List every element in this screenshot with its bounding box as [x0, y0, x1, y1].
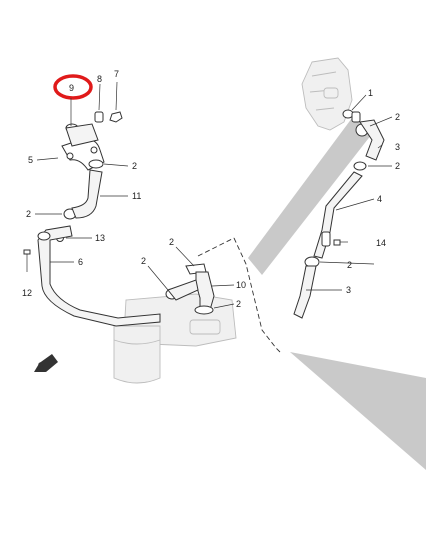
callout-9: 9	[69, 83, 74, 93]
callout-2-center-low: 2	[236, 299, 241, 309]
highlight-ring	[53, 74, 93, 100]
pipe-4-fitting	[321, 231, 331, 247]
callout-3-lower: 3	[346, 285, 351, 295]
clamp-center-low	[194, 305, 214, 315]
clamp-right-mid	[353, 161, 367, 171]
callout-2-center-mid: 2	[141, 256, 146, 266]
callout-2-mid-left: 2	[26, 209, 31, 219]
callout-14: 14	[376, 238, 386, 248]
callout-12: 12	[22, 288, 32, 298]
clamp-upper-left	[88, 159, 104, 169]
fitting-1	[342, 109, 361, 123]
callout-7: 7	[114, 69, 119, 79]
engine-block-ghost	[301, 57, 353, 131]
hose-center-link	[167, 279, 199, 301]
callout-2-upper-left: 2	[132, 161, 137, 171]
leader-lines	[35, 81, 393, 309]
callout-4: 4	[377, 194, 382, 204]
hose-11	[71, 169, 103, 219]
assembly-boundary-dashed	[233, 237, 283, 355]
bolt-12	[23, 249, 31, 272]
hose-3-lower	[293, 265, 317, 319]
pipe-6-end-clamp	[37, 231, 51, 241]
callout-2-center-top: 2	[169, 237, 174, 247]
callout-3-upper: 3	[395, 142, 400, 152]
bolt-8	[94, 111, 104, 123]
hose-3-upper	[359, 119, 385, 161]
assembly-boundary-dashed-top	[197, 237, 235, 257]
callout-2-right-low: 2	[347, 260, 352, 270]
callout-2-right-mid: 2	[395, 161, 400, 171]
nut-7	[109, 111, 123, 123]
callout-13: 13	[95, 233, 105, 243]
shade-wedge-upper	[248, 118, 375, 275]
bolt-14	[333, 239, 348, 246]
shade-wedge-lower	[290, 352, 426, 470]
front-arrow-icon	[34, 354, 58, 372]
callout-10: 10	[236, 280, 246, 290]
callout-8: 8	[97, 74, 102, 84]
callout-6: 6	[78, 257, 83, 267]
callout-11: 11	[132, 191, 141, 201]
callout-5: 5	[28, 155, 33, 165]
callout-1: 1	[368, 88, 373, 98]
callout-2-right-top: 2	[395, 112, 400, 122]
